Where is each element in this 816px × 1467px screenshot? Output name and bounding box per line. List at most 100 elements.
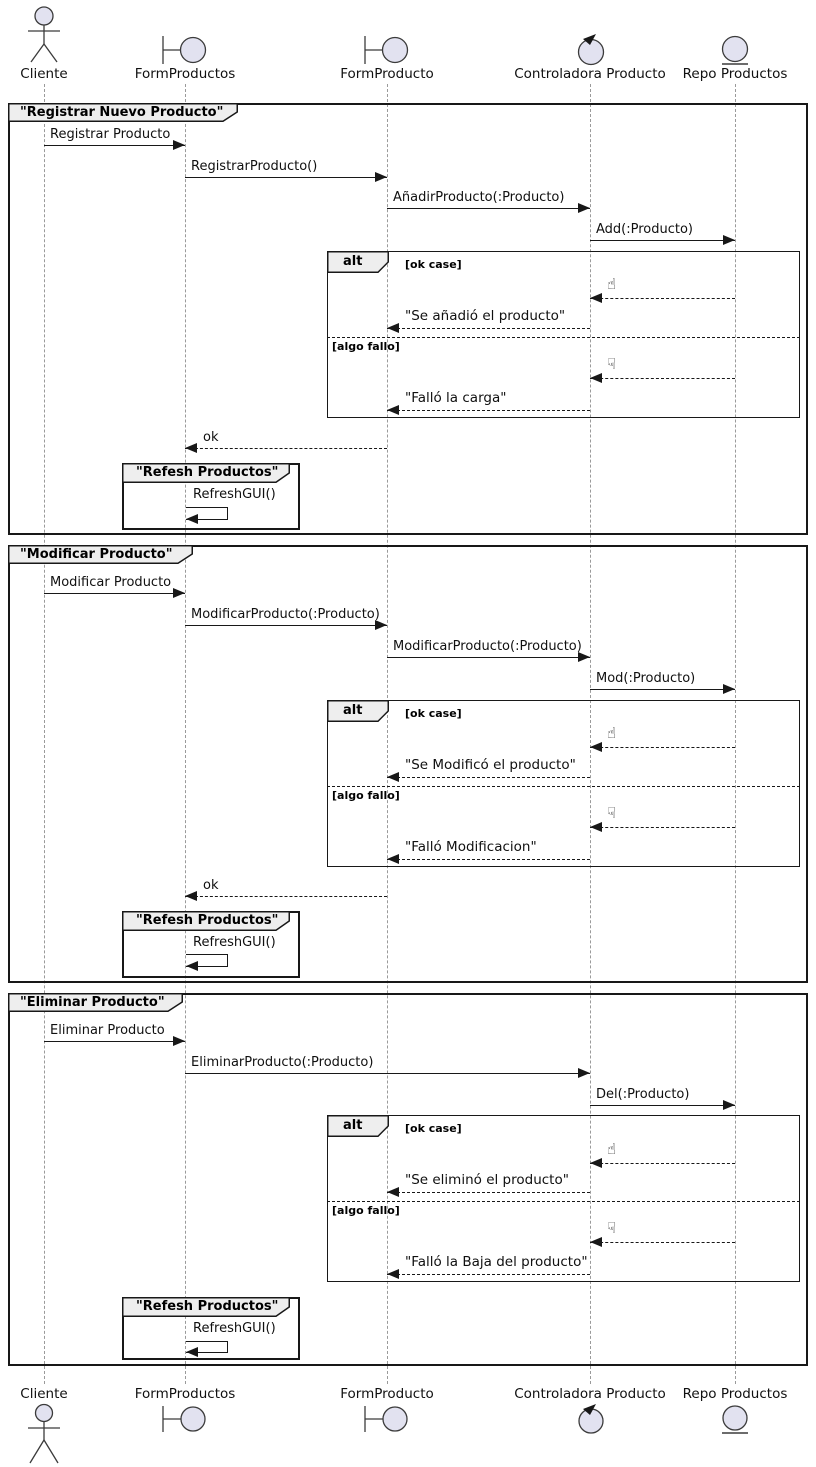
boundary-icon: [364, 1406, 408, 1432]
frame-title: "Refesh Productos": [136, 1299, 279, 1314]
message-line: [590, 1105, 735, 1106]
arrowhead-left-icon: [590, 373, 602, 383]
return-label: ok: [203, 430, 219, 445]
message-line: [44, 1041, 185, 1042]
return-line: [590, 1163, 735, 1164]
return-line: [387, 777, 590, 778]
frame-title-tab: [8, 545, 193, 564]
participant-label-repo: Repo Productos: [682, 66, 788, 82]
arrowhead-left-icon: [590, 1158, 602, 1168]
arrowhead-left-icon: [186, 961, 198, 971]
message-label: RefreshGUI(): [193, 487, 276, 502]
actor-icon: [28, 6, 60, 63]
participant-label-cliente: Cliente: [20, 1386, 68, 1402]
return-line: [590, 378, 735, 379]
message-label: Add(:Producto): [596, 222, 694, 237]
thumbs-up-icon: ☝: [607, 1140, 617, 1158]
arrowhead-right-icon: [375, 172, 387, 182]
entity-icon: [722, 1405, 748, 1434]
arrowhead-right-icon: [578, 203, 590, 213]
message-label: ModificarProducto(:Producto): [393, 639, 582, 654]
frame-eliminar-producto: [8, 993, 808, 1366]
frame-title-tab: [8, 103, 238, 122]
thumbs-down-icon: ☟: [607, 804, 617, 822]
self-message-line: [186, 954, 228, 967]
return-line: [590, 827, 735, 828]
participant-label-repo: Repo Productos: [682, 1386, 788, 1402]
alt-operator: alt: [343, 703, 363, 718]
arrowhead-left-icon: [387, 323, 399, 333]
participant-label-formproducto: FormProducto: [340, 1386, 434, 1402]
participant-label-formproductos: FormProductos: [134, 66, 236, 82]
return-label: "Falló Modificacion": [405, 839, 537, 855]
boundary-icon: [364, 36, 409, 64]
frame-title: "Eliminar Producto": [20, 995, 165, 1010]
arrowhead-left-icon: [590, 742, 602, 752]
message-line: [387, 208, 590, 209]
message-label: EliminarProducto(:Producto): [191, 1055, 374, 1070]
return-line: [590, 298, 735, 299]
alt-divider: [327, 786, 800, 787]
message-label: Eliminar Producto: [50, 1023, 165, 1038]
control-icon: [577, 34, 605, 66]
arrowhead-left-icon: [185, 891, 197, 901]
participant-label-cliente: Cliente: [20, 66, 68, 82]
frame-title: "Modificar Producto": [20, 547, 173, 562]
arrowhead-left-icon: [186, 514, 198, 524]
participant-label-formproductos: FormProductos: [134, 1386, 236, 1402]
frame-title-tab: [122, 911, 290, 931]
alt-fragment: [327, 1115, 800, 1282]
message-label: Mod(:Producto): [596, 671, 696, 686]
arrowhead-left-icon: [387, 405, 399, 415]
frame-modificar-producto: [8, 545, 808, 983]
message-label: RegistrarProducto(): [191, 159, 318, 174]
guard-ok: [ok case]: [405, 1122, 462, 1135]
alt-operator-tab: [327, 700, 389, 722]
message-line: [387, 657, 590, 658]
arrowhead-left-icon: [590, 822, 602, 832]
return-label: ok: [203, 878, 219, 893]
participant-label-formproducto: FormProducto: [340, 66, 434, 82]
message-line: [44, 145, 185, 146]
return-label: "Se Modificó el producto": [405, 757, 576, 773]
return-line: [387, 410, 590, 411]
return-line: [387, 1274, 590, 1275]
participant-label-controladora: Controladora Producto: [514, 66, 666, 82]
lifeline-cliente: [44, 84, 45, 1384]
message-line: [185, 177, 387, 178]
arrowhead-left-icon: [387, 772, 399, 782]
frame-title-tab: [122, 463, 290, 483]
alt-divider: [327, 1201, 800, 1202]
frame-title: "Refesh Productos": [136, 913, 279, 928]
return-line: [590, 747, 735, 748]
arrowhead-right-icon: [173, 140, 185, 150]
frame-title: "Refesh Productos": [136, 465, 279, 480]
arrowhead-left-icon: [185, 443, 197, 453]
arrowhead-right-icon: [375, 620, 387, 630]
arrowhead-left-icon: [387, 1187, 399, 1197]
alt-operator-tab: [327, 1115, 389, 1137]
frame-title-tab: [122, 1297, 290, 1317]
arrowhead-right-icon: [723, 684, 735, 694]
alt-operator: alt: [343, 1118, 363, 1133]
return-label: "Falló la carga": [405, 390, 507, 406]
arrowhead-right-icon: [723, 235, 735, 245]
self-message-line: [186, 1341, 228, 1353]
return-line: [387, 328, 590, 329]
return-label: "Falló la Baja del producto": [405, 1254, 588, 1270]
arrowhead-right-icon: [173, 1036, 185, 1046]
alt-fragment: [327, 251, 800, 418]
guard-ok: [ok case]: [405, 707, 462, 720]
return-line: [185, 896, 387, 897]
arrowhead-left-icon: [186, 1347, 198, 1357]
message-label: Modificar Producto: [50, 575, 172, 590]
arrowhead-left-icon: [387, 854, 399, 864]
guard-fail: [algo fallo]: [332, 1204, 400, 1217]
frame-title-tab: [8, 993, 183, 1012]
guard-fail: [algo fallo]: [332, 340, 400, 353]
arrowhead-right-icon: [578, 1068, 590, 1078]
message-line: [44, 593, 185, 594]
arrowhead-right-icon: [173, 588, 185, 598]
self-message-line: [186, 507, 228, 520]
